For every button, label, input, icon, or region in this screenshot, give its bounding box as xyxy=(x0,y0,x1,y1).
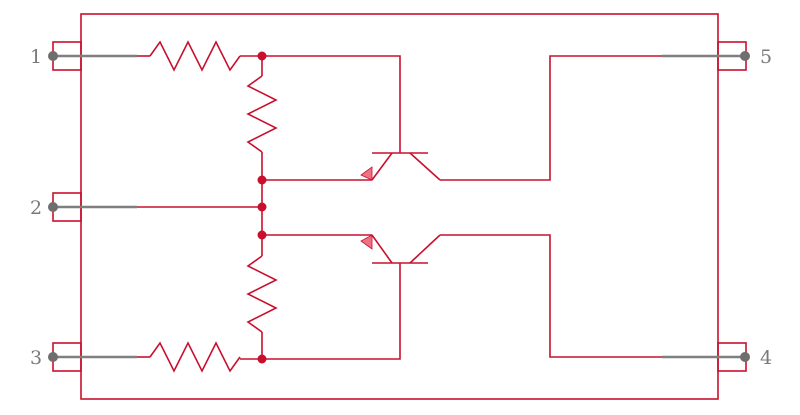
wire xyxy=(262,55,401,153)
pin-5-dot xyxy=(740,51,750,61)
resistor-icon xyxy=(149,341,241,373)
pin-labels: 1 2 3 4 5 xyxy=(30,46,772,369)
pin-label: 4 xyxy=(760,347,772,369)
wire xyxy=(440,234,662,358)
transistor-emitter-lead xyxy=(371,152,393,181)
wire xyxy=(262,263,401,360)
pin-2-dot xyxy=(48,202,58,212)
emitter-arrow-icon xyxy=(360,166,373,181)
wire xyxy=(440,55,662,181)
resistor-icon xyxy=(246,75,278,153)
resistor-icon xyxy=(246,255,278,333)
pin-label: 2 xyxy=(30,197,42,219)
junctions xyxy=(257,51,267,364)
transistor-icon xyxy=(360,234,662,358)
junction-dot xyxy=(257,354,267,364)
emitter-arrow-icon xyxy=(360,234,373,250)
pin-label: 3 xyxy=(30,347,42,369)
pin-leads xyxy=(48,51,750,362)
transistor-icon xyxy=(360,55,662,181)
transistor-collector-lead xyxy=(409,152,441,181)
transistor-emitter-lead xyxy=(371,234,393,264)
wires xyxy=(137,40,401,373)
pin-label: 1 xyxy=(30,46,42,68)
resistor-icon xyxy=(149,40,241,72)
junction-dot xyxy=(257,175,267,185)
transistor-collector-lead xyxy=(409,234,441,264)
pin-4-dot xyxy=(740,352,750,362)
pin-label: 5 xyxy=(760,46,772,68)
junction-dot xyxy=(257,202,267,212)
pin-1-dot xyxy=(48,51,58,61)
junction-dot xyxy=(257,230,267,240)
junction-dot xyxy=(257,51,267,61)
pin-3-dot xyxy=(48,352,58,362)
